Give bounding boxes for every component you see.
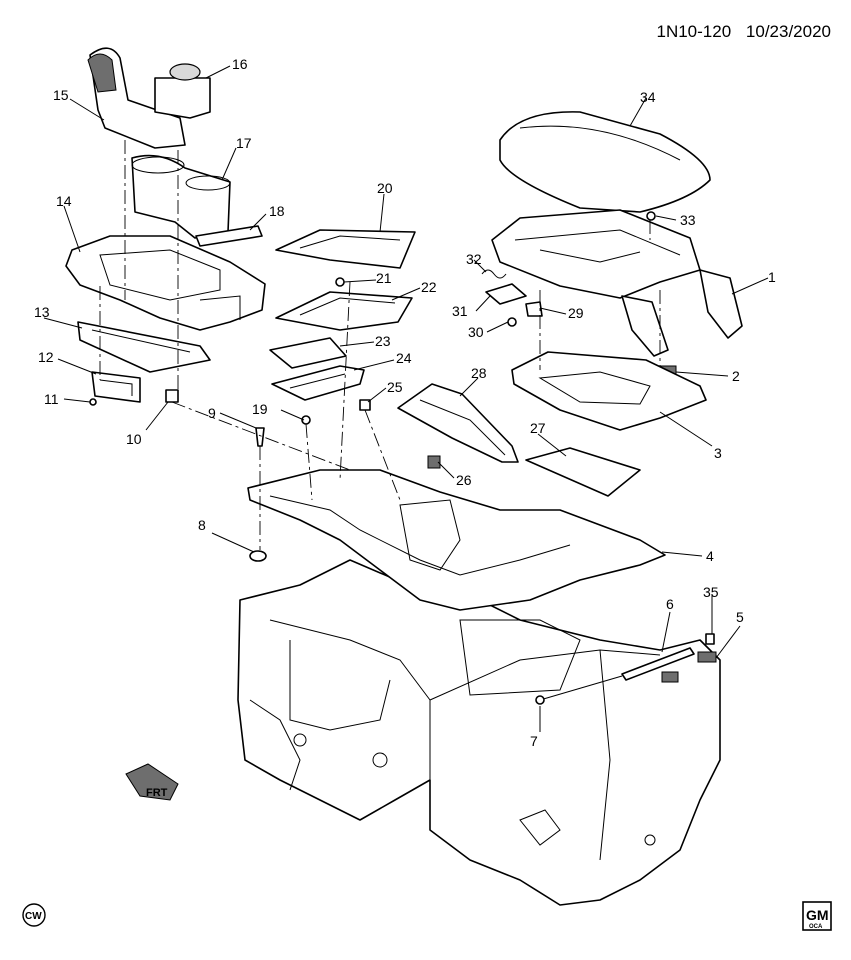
console-frame (237, 559, 721, 906)
part-30-screw (507, 317, 517, 327)
callout-16: 16 (232, 56, 248, 72)
part-35-clip (705, 633, 715, 645)
part-15-shift-knob (87, 47, 186, 149)
diagram-date: 10/23/2020 (745, 22, 831, 41)
callout-4: 4 (706, 548, 714, 564)
part-4-console-tray (247, 469, 666, 611)
callout-3: 3 (714, 445, 722, 461)
callout-13: 13 (34, 304, 50, 320)
part-17-cup-holder (131, 154, 231, 239)
callout-28: 28 (471, 365, 487, 381)
leader-lines (43, 65, 769, 732)
callout-9: 9 (208, 405, 216, 421)
part-20-cover (275, 229, 416, 269)
callout-25: 25 (387, 379, 403, 395)
part-16-switch (154, 63, 211, 119)
callout-14: 14 (56, 193, 72, 209)
gm-logo-text: GM (806, 907, 829, 923)
part-3-storage-bin (511, 351, 707, 431)
part-14-shifter-bezel (65, 235, 266, 331)
part-8-grommet (249, 550, 267, 562)
callout-22: 22 (421, 279, 437, 295)
part-5-spring (661, 651, 717, 683)
part-33-screw (646, 211, 656, 221)
callout-30: 30 (468, 324, 484, 340)
part-9-screw (255, 427, 265, 447)
callout-7: 7 (530, 733, 538, 749)
callout-24: 24 (396, 350, 412, 366)
part-11-screw (89, 398, 97, 406)
callout-29: 29 (568, 305, 584, 321)
part-32-spring (481, 269, 507, 279)
diagram-id: 1N10-120 (656, 22, 732, 41)
callout-labels: 1 2 3 4 5 6 7 8 9 10 11 12 13 14 15 16 1… (34, 56, 776, 749)
callout-33: 33 (680, 212, 696, 228)
callout-31: 31 (452, 303, 468, 319)
cw-label: CW (25, 911, 42, 922)
part-24-bracket (271, 365, 365, 401)
callout-17: 17 (236, 135, 252, 151)
callout-6: 6 (666, 596, 674, 612)
part-10-clip (165, 389, 179, 403)
part-13-bracket (77, 321, 211, 373)
callout-1: 1 (768, 269, 776, 285)
part-23-housing (269, 337, 347, 369)
part-31-latch (485, 283, 527, 305)
callout-10: 10 (126, 431, 142, 447)
callout-19: 19 (252, 401, 268, 417)
callout-32: 32 (466, 251, 482, 267)
callout-21: 21 (376, 270, 392, 286)
callout-23: 23 (375, 333, 391, 349)
callout-34: 34 (640, 89, 656, 105)
part-22-panel (275, 291, 413, 331)
callout-20: 20 (377, 180, 393, 196)
part-21-screw (335, 277, 345, 287)
frt-label: FRT (146, 787, 168, 799)
callout-35: 35 (703, 584, 719, 600)
part-34-armrest-lid (499, 111, 711, 213)
callout-18: 18 (269, 203, 285, 219)
part-27-mat (525, 447, 641, 497)
part-28-boot (397, 383, 519, 463)
gm-logo-icon: GM OCA (802, 901, 832, 931)
part-7-pin (535, 675, 623, 705)
callout-11: 11 (44, 391, 59, 407)
part-1-hinge (699, 269, 743, 339)
callout-27: 27 (530, 420, 546, 436)
hinge-bracket-left (621, 295, 669, 357)
part-18-mat (195, 225, 263, 247)
frt-direction-arrow-icon: FRT (125, 763, 179, 801)
callout-8: 8 (198, 517, 206, 533)
assembly-lines (99, 140, 661, 550)
callout-26: 26 (456, 472, 472, 488)
diagram-header: 1N10-120 10/23/2020 (657, 22, 832, 42)
gm-logo-subtext: OCA (809, 924, 823, 930)
callout-2: 2 (732, 368, 740, 384)
callout-5: 5 (736, 609, 744, 625)
part-12-module (91, 371, 141, 403)
part-6-rod (621, 647, 695, 681)
part-29-clip (525, 301, 543, 317)
callout-12: 12 (38, 349, 54, 365)
callout-15: 15 (53, 87, 69, 103)
cw-badge-icon: CW (22, 903, 46, 927)
part-26-spring (427, 455, 441, 469)
armrest-base (491, 209, 701, 299)
